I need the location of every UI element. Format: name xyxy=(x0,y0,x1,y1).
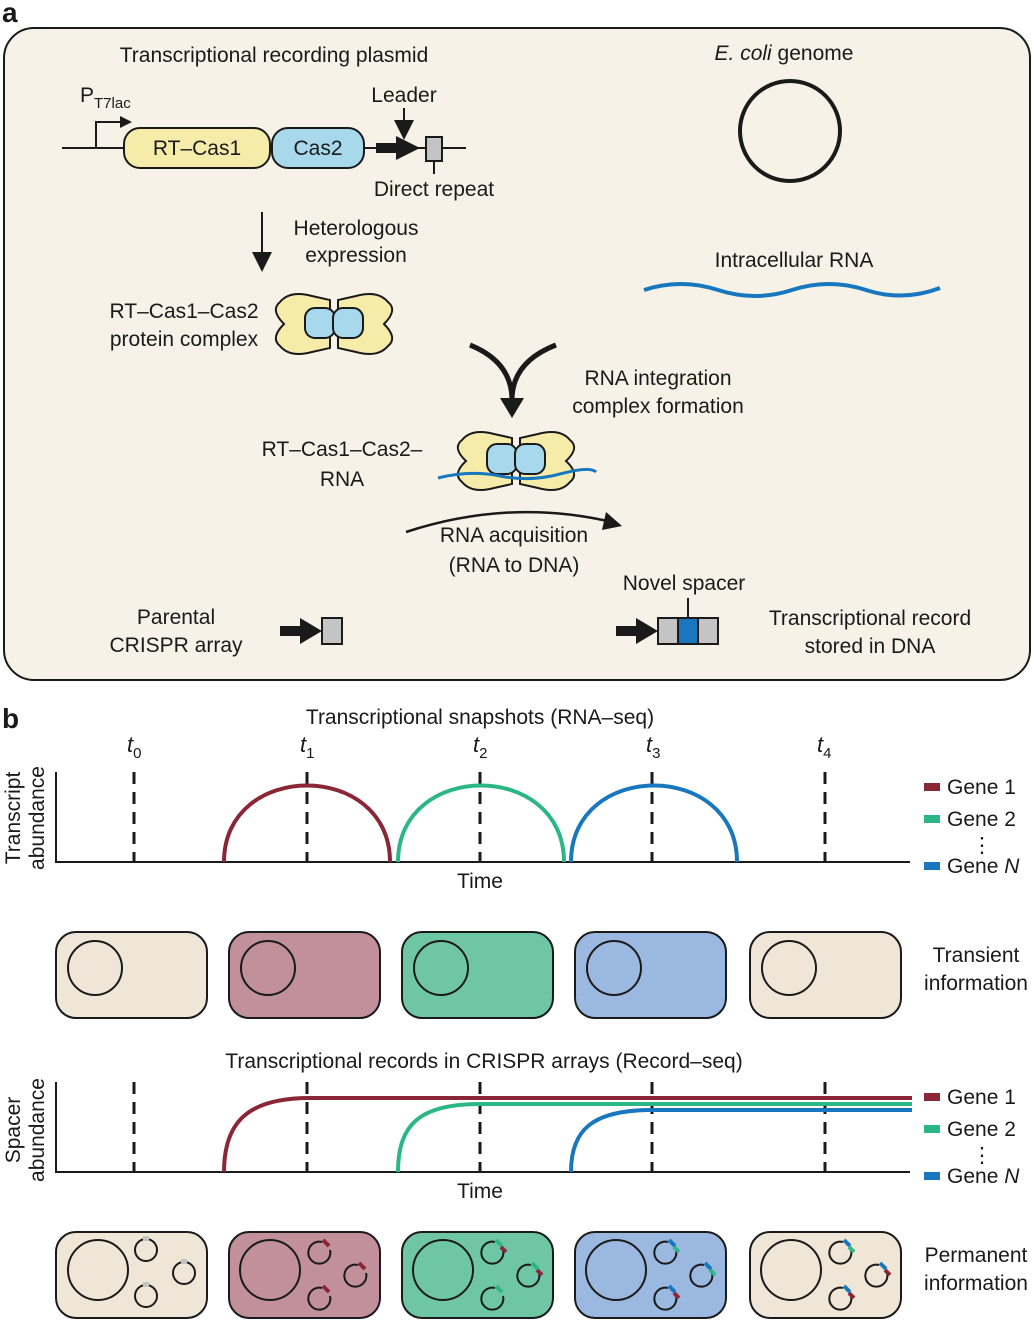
direct-repeat-label: Direct repeat xyxy=(374,178,494,201)
time-label-t1: t1 xyxy=(300,732,314,762)
permanent-cell-t1 xyxy=(228,1231,381,1319)
transient-cell-t0 xyxy=(55,931,208,1019)
transcript-curve-gene2 xyxy=(396,783,566,863)
direct-repeat-box xyxy=(425,136,443,162)
rna-complex-line1: RT–Cas1–Cas2– xyxy=(262,438,423,461)
transcript-curve-gene1 xyxy=(222,783,392,863)
rna-complex-line2: RNA xyxy=(320,468,364,491)
permanent-line2: information xyxy=(924,1272,1028,1295)
permanent-cell-t2 xyxy=(401,1231,554,1319)
promoter-label: PT7lac xyxy=(80,84,131,112)
parental-line2: CRISPR array xyxy=(109,634,243,657)
legend-bottom-ellipsis: ⋮ xyxy=(972,1144,993,1167)
ylabel-transcript-2: abundance xyxy=(26,766,49,870)
legend-top-gene2: Gene 2 xyxy=(947,808,1016,831)
legend-top-geneN: Gene N xyxy=(947,855,1020,878)
snapshot-plot xyxy=(55,772,910,863)
cas2-gene xyxy=(271,127,365,169)
transient-cell-t1 xyxy=(228,931,381,1019)
merge-arrow-icon xyxy=(469,342,557,401)
integration-line2: complex formation xyxy=(572,395,744,418)
novel-spacer-label: Novel spacer xyxy=(623,572,746,595)
legend-top-ellipsis: ⋮ xyxy=(972,834,993,857)
xlabel-bottom: Time xyxy=(457,1180,503,1203)
transient-line1: Transient xyxy=(933,944,1020,967)
permanent-cell-t3 xyxy=(574,1231,727,1319)
transient-cells xyxy=(55,931,902,1019)
spacer-curve-gene1 xyxy=(222,1096,912,1173)
legend-bottom-geneN: Gene N xyxy=(947,1165,1020,1188)
complex-label-line1: RT–Cas1–Cas2 xyxy=(109,300,258,323)
record-line1: Transcriptional record xyxy=(769,607,971,630)
time-label-t3: t3 xyxy=(646,732,660,762)
complex-label-line2: protein complex xyxy=(110,328,259,351)
record-line2: stored in DNA xyxy=(805,635,936,658)
record-plot xyxy=(55,1082,912,1173)
parental-array-icon xyxy=(280,617,343,645)
legend-bottom-gene1: Gene 1 xyxy=(947,1086,1016,1109)
permanent-cells xyxy=(55,1231,902,1319)
xlabel-top: Time xyxy=(457,870,503,893)
spacer-curve-gene2 xyxy=(396,1102,912,1173)
leader-arrow-icon xyxy=(376,136,420,160)
time-label-t0: t0 xyxy=(127,732,141,762)
permanent-line1: Permanent xyxy=(925,1244,1028,1267)
transient-cell-t4 xyxy=(749,931,902,1019)
spacer-curve-geneN xyxy=(569,1108,912,1173)
parental-line1: Parental xyxy=(137,606,215,629)
acquisition-arrow-icon xyxy=(405,510,613,534)
rt-cas1-gene xyxy=(123,127,271,169)
time-label-t2: t2 xyxy=(473,732,487,762)
rt-cas1-label: RT–Cas1 xyxy=(153,137,241,160)
ylabel-spacer-1: Spacer xyxy=(2,1097,25,1164)
integration-line1: RNA integration xyxy=(584,367,731,390)
legend-bottom: Gene 1 Gene 2 ⋮ Gene N xyxy=(924,1086,1020,1188)
legend-top-gene1: Gene 1 xyxy=(947,776,1016,799)
legend-bottom-gene2: Gene 2 xyxy=(947,1118,1016,1141)
time-labels: t0 t1 t2 t3 t4 xyxy=(127,732,831,762)
heterologous-line2: expression xyxy=(305,244,407,267)
heterologous-line1: Heterologous xyxy=(294,217,419,240)
recorded-array-icon xyxy=(616,617,719,645)
panel-a-background xyxy=(3,27,1031,681)
permanent-cell-t4 xyxy=(749,1231,902,1319)
permanent-cell-t0 xyxy=(55,1231,208,1319)
legend-top: Gene 1 Gene 2 ⋮ Gene N xyxy=(924,776,1020,878)
promoter-arrow-icon xyxy=(95,121,122,148)
intracellular-rna-label: Intracellular RNA xyxy=(715,249,874,272)
snapshots-title: Transcriptional snapshots (RNA–seq) xyxy=(306,706,654,729)
rna-wave-icon xyxy=(643,282,941,298)
ylabel-spacer-2: abundance xyxy=(26,1078,49,1182)
genome-label: E. coli genome xyxy=(715,42,854,65)
transient-cell-t2 xyxy=(401,931,554,1019)
panel-a-letter: a xyxy=(2,0,18,28)
protein-complex-icon xyxy=(274,293,394,355)
transient-cell-t3 xyxy=(574,931,727,1019)
genome-circle-icon xyxy=(738,79,842,183)
transient-line2: information xyxy=(924,972,1028,995)
leader-label: Leader xyxy=(371,84,436,107)
records-title: Transcriptional records in CRISPR arrays… xyxy=(225,1050,742,1073)
plasmid-title: Transcriptional recording plasmid xyxy=(120,44,429,67)
ylabel-transcript-1: Transcript xyxy=(2,772,25,865)
rna-integration-complex-icon xyxy=(437,431,598,491)
acquisition-line1: RNA acquisition xyxy=(440,524,588,547)
panel-b-letter: b xyxy=(2,703,19,734)
cas2-label: Cas2 xyxy=(293,137,342,160)
transcript-curve-geneN xyxy=(569,783,739,863)
acquisition-line2: (RNA to DNA) xyxy=(449,554,580,577)
time-label-t4: t4 xyxy=(817,732,831,762)
